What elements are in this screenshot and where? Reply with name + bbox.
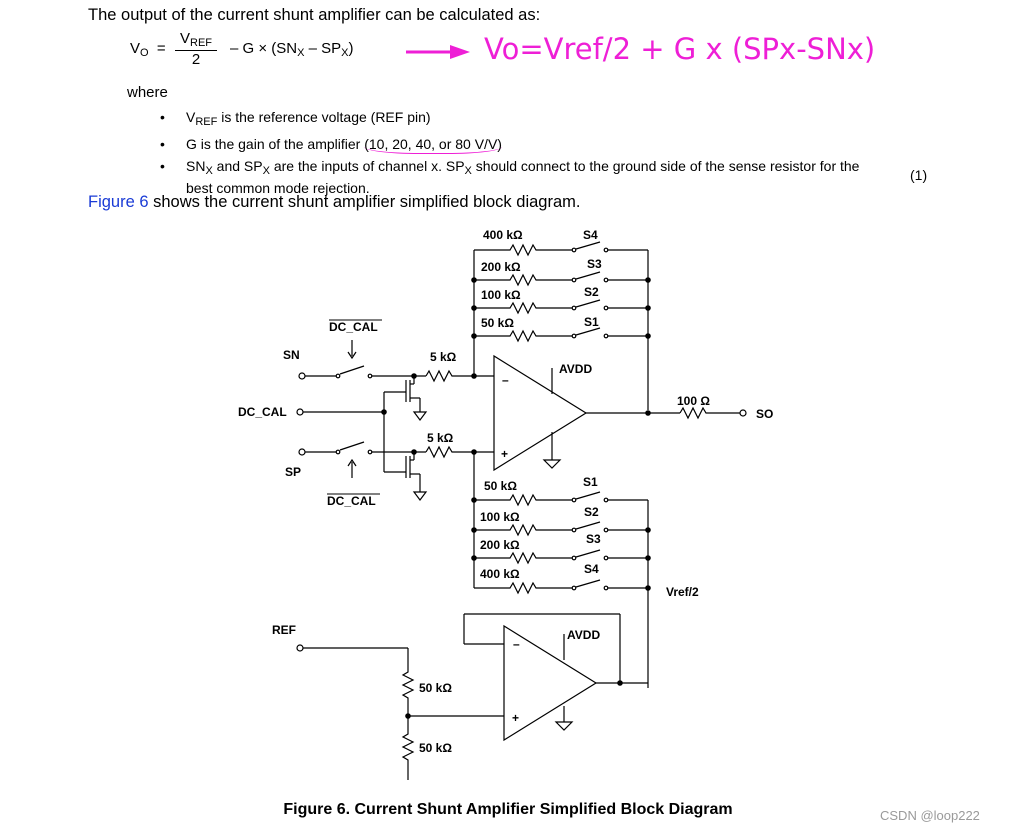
- dc-cal-bar-top-label: DC_CAL: [329, 320, 378, 334]
- vref2-label: Vref/2: [666, 585, 699, 599]
- r-in-bottom-label: 5 kΩ: [427, 431, 454, 445]
- where-label: where: [127, 84, 168, 101]
- bullet-inputs: SNX and SPX are the inputs of channel x.…: [160, 155, 859, 197]
- r-div-bottom-label: 50 kΩ: [419, 741, 452, 755]
- bottom-r-label-4: 400 kΩ: [480, 567, 520, 581]
- dc-cal-bar-bottom-label: DC_CAL: [327, 494, 376, 508]
- top-r-label-3: 100 kΩ: [481, 288, 521, 302]
- top-ladder-row-3: [474, 299, 648, 315]
- bottom-feedback-ladder: [471, 491, 651, 688]
- equation-fraction: VREF 2: [175, 30, 217, 68]
- top-r-label-2: 200 kΩ: [481, 260, 521, 274]
- bottom-r-label-3: 200 kΩ: [480, 538, 520, 552]
- top-ladder-row-1: [474, 241, 648, 257]
- plus-top: +: [501, 447, 508, 461]
- bottom-s-label-2: S2: [584, 505, 599, 519]
- dc-cal-label: DC_CAL: [238, 405, 287, 419]
- top-s-label-1: S4: [583, 228, 598, 242]
- sn-label: SN: [283, 348, 300, 362]
- figure-caption: Figure 6. Current Shunt Amplifier Simpli…: [283, 801, 733, 818]
- bottom-s-label-1: S1: [583, 475, 598, 489]
- minus-bottom: –: [513, 637, 520, 651]
- top-r-label-4: 50 kΩ: [481, 316, 514, 330]
- plus-bottom: +: [512, 711, 519, 725]
- reference-buffer-opamp: [503, 624, 598, 742]
- bullet-gain: G is the gain of the amplifier (10, 20, …: [160, 133, 859, 155]
- bullet-vref: VREF is the reference voltage (REF pin): [160, 106, 859, 133]
- equation-lhs: VO =: [130, 40, 166, 59]
- top-s-label-4: S1: [584, 315, 599, 329]
- current-shunt-opamp: [493, 354, 588, 472]
- equation-denominator: 2: [191, 51, 201, 68]
- r-in-top-label: 5 kΩ: [430, 350, 457, 364]
- gain-options: (10, 20, 40, or 80 V/V): [364, 136, 502, 154]
- figure-reference: Figure 6 shows the current shunt amplifi…: [88, 193, 581, 211]
- handwritten-annotation: Vo=Vref/2 + G x (SPx-SNx): [484, 32, 876, 66]
- r-out-label: 100 Ω: [677, 394, 710, 408]
- bottom-r-label-1: 50 kΩ: [484, 479, 517, 493]
- bottom-ladder-row-4: [474, 579, 648, 595]
- ref-label: REF: [272, 623, 296, 637]
- bottom-ladder-row-1: [474, 491, 648, 507]
- top-s-label-2: S3: [587, 257, 602, 271]
- top-ladder-row-4: [474, 327, 648, 343]
- top-ladder-row-2: [474, 271, 648, 287]
- so-label: SO: [756, 407, 773, 421]
- bottom-s-label-4: S4: [584, 562, 599, 576]
- r-div-top-label: 50 kΩ: [419, 681, 452, 695]
- avdd-top-label: AVDD: [559, 362, 592, 376]
- figure-link[interactable]: Figure 6: [88, 193, 149, 211]
- sp-label: SP: [285, 465, 301, 479]
- minus-top: –: [502, 373, 509, 387]
- equation-rhs: – G × (SNX – SPX): [230, 40, 354, 59]
- top-r-label-1: 400 kΩ: [483, 228, 523, 242]
- equation-numerator: VREF: [175, 30, 217, 51]
- intro-text: The output of the current shunt amplifie…: [88, 6, 541, 24]
- top-s-label-3: S2: [584, 285, 599, 299]
- bottom-ladder-row-3: [474, 549, 648, 565]
- bottom-r-label-2: 100 kΩ: [480, 510, 520, 524]
- watermark: CSDN @loop222: [880, 808, 980, 823]
- bottom-ladder-row-2: [474, 521, 648, 537]
- avdd-bottom-label: AVDD: [567, 628, 600, 642]
- bottom-s-label-3: S3: [586, 532, 601, 546]
- equation-number: (1): [910, 167, 928, 183]
- definition-list: VREF is the reference voltage (REF pin) …: [160, 106, 859, 197]
